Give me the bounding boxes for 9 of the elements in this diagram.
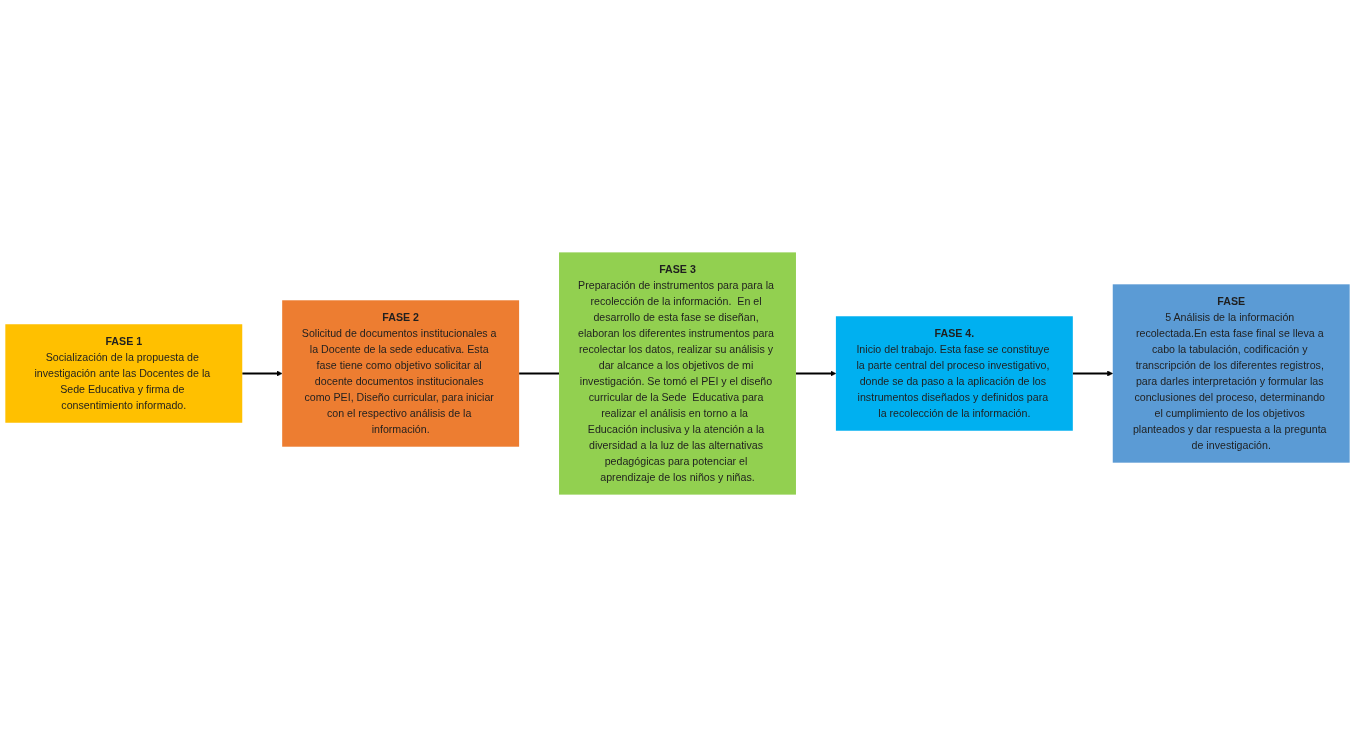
arrow xyxy=(241,370,283,377)
arrow xyxy=(794,370,837,377)
node-box: FASE 4. Inicio del trabajo. Esta fase se constituye la parte central del proceso investigativo, donde se da paso a la aplicación de los instrumentos diseñados y definidos para la recolección de la información. xyxy=(835,316,1073,431)
node-box: FASE 5 Análisis de la información recolectada.En esta fase final se lleva a cabo la tabulación, codificación y transcripción de los diferentes registros, para darles interpretación y formular las conclusiones del proceso, determinando el cumplimiento de los objetivos planteados y dar respuesta a la pregunta de investigación. xyxy=(1112,284,1350,463)
node-box: FASE 2 Solicitud de documentos institucionales a la Docente de la sede educativa. Esta fase tiene como objetivo solicitar al docente documentos institucionales como PEI, Diseño curricular, para iniciar con el respectivo análisis de la información. xyxy=(282,300,520,447)
arrow xyxy=(1071,370,1113,377)
node-box: FASE 1 Socialización de la propuesta de investigación ante las Docentes de la Sede Educativa y firma de consentimiento informado. xyxy=(5,324,243,423)
node-box: FASE 3 Preparación de instrumentos para para la recolección de la información. En el desarrollo de esta fase se diseñan, elaboran los diferentes instrumentos para recolectar los datos, realizar su análisis y dar alcance a los objetivos de mi investigación. Se tomó el PEI y el diseño curricular de la Sede Educativa para realizar el análisis en torno a la Educación inclusiva y la atención a la diversidad a la luz de las alternativas pedagógicas para potenciar el aprendizaje de los niños y niñas. xyxy=(559,252,796,495)
connector xyxy=(518,372,561,375)
